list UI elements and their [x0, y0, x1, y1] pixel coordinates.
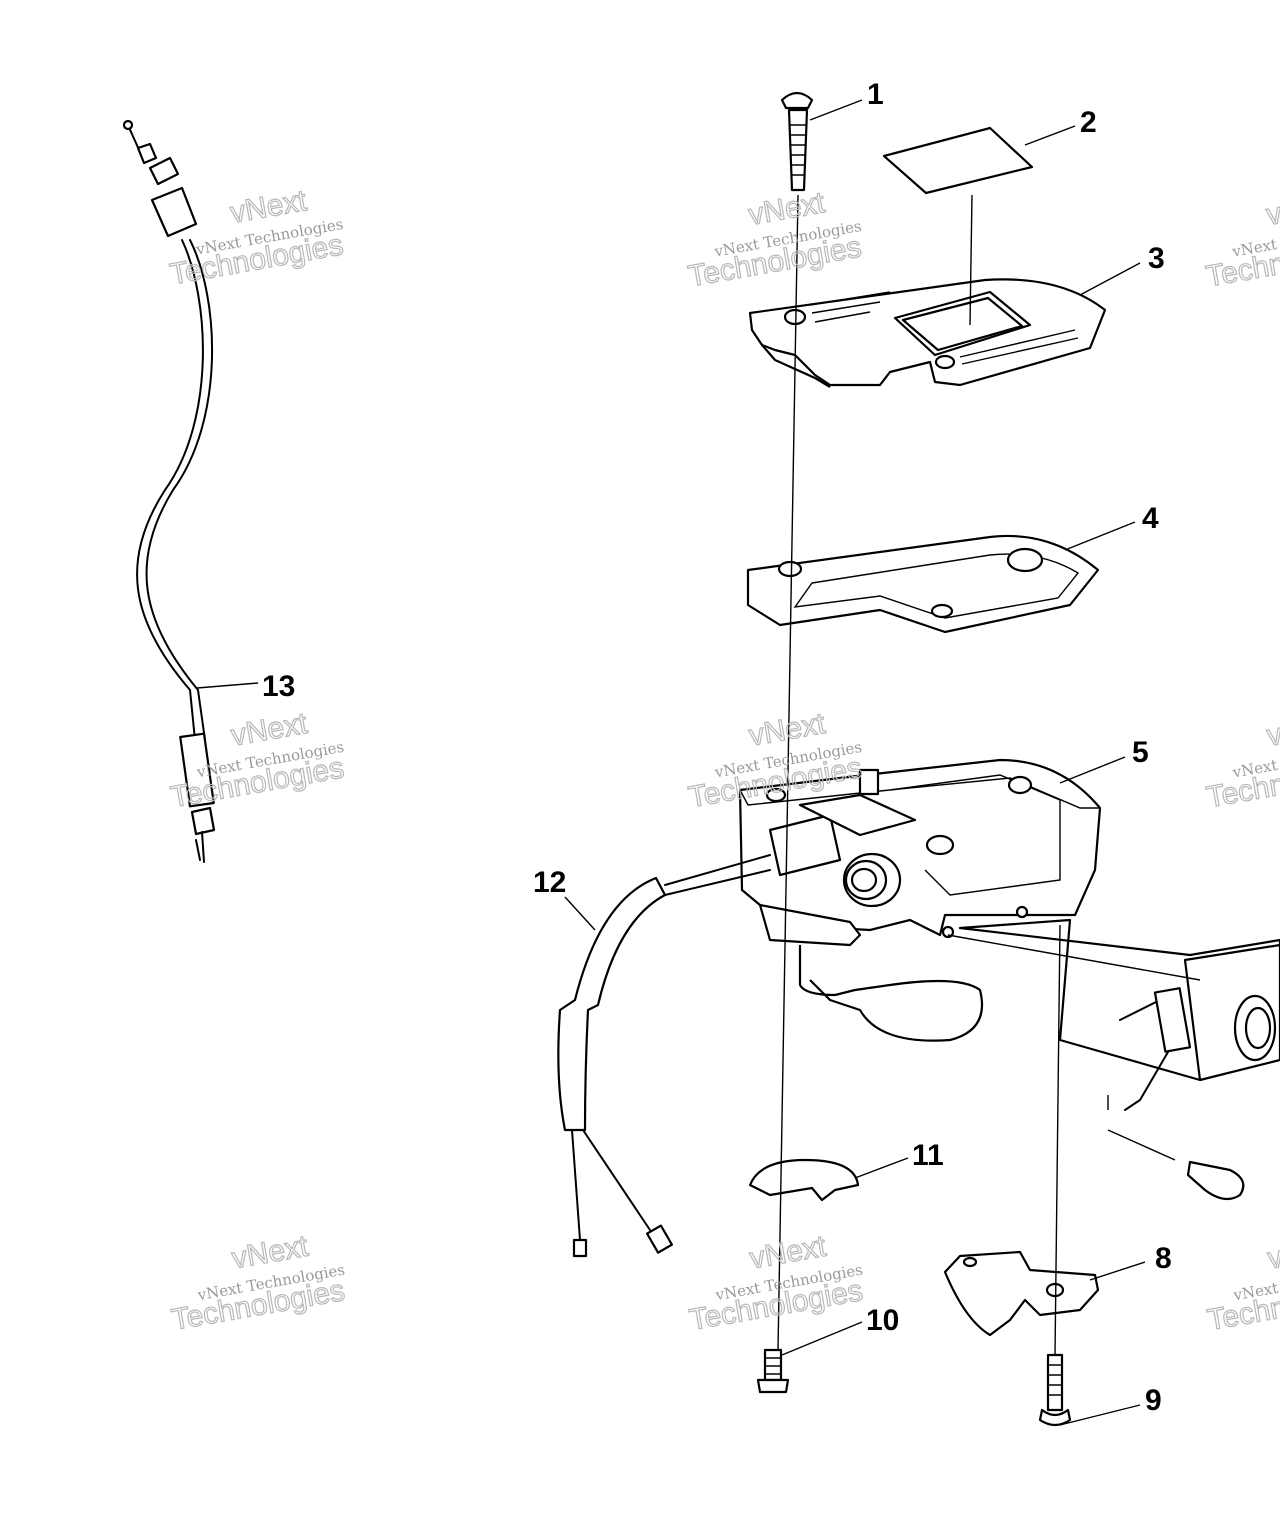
callout-3: 3 — [1148, 242, 1165, 275]
callout-11: 11 — [912, 1139, 944, 1172]
svg-text:vNext: vNext — [1265, 1230, 1280, 1276]
alignment-lines — [777, 194, 1201, 1356]
callout-12: 12 — [533, 866, 566, 899]
part-11-clip — [748, 1158, 860, 1202]
callout-9: 9 — [1145, 1384, 1162, 1417]
part-10-screw — [756, 1348, 790, 1394]
svg-text:vNext: vNext — [1264, 707, 1280, 753]
part-2-label — [882, 126, 1034, 195]
watermark-c: vNext vNext Technologies Technologies — [1203, 186, 1280, 295]
part-8-clamp — [943, 1250, 1100, 1337]
watermark-b: vNext vNext Technologies Technologies — [685, 185, 864, 294]
callout-5: 5 — [1132, 736, 1149, 769]
callout-1: 1 — [867, 78, 884, 111]
callout-4: 4 — [1142, 502, 1159, 535]
svg-text:vNext: vNext — [1264, 186, 1280, 232]
part-13-cable — [122, 119, 216, 863]
watermark-i: vNext vNext Technologies Technologies — [1204, 1229, 1280, 1338]
callout-labels: 1 2 3 4 5 8 9 10 11 12 13 — [262, 78, 1172, 1417]
callout-8: 8 — [1155, 1242, 1172, 1275]
bulb — [1186, 1160, 1245, 1201]
leader-lines — [196, 99, 1146, 1426]
watermark-f: vNext vNext Technologies Technologies — [1203, 706, 1280, 815]
callout-13: 13 — [262, 670, 295, 703]
callout-2: 2 — [1080, 106, 1097, 139]
part-12-wiring — [557, 854, 771, 1258]
callout-10: 10 — [866, 1304, 899, 1337]
watermark-h: vNext vNext Technologies Technologies — [686, 1229, 865, 1338]
watermark-g: vNext vNext Technologies Technologies — [168, 1229, 347, 1338]
part-4-gasket — [746, 534, 1100, 634]
part-9-bolt — [1038, 1353, 1072, 1427]
part-1-screw — [780, 91, 814, 192]
part-5-housing — [738, 758, 1280, 1082]
part-3-cover — [748, 278, 1107, 388]
watermark-a: vNext vNext Technologies Technologies — [167, 183, 346, 292]
